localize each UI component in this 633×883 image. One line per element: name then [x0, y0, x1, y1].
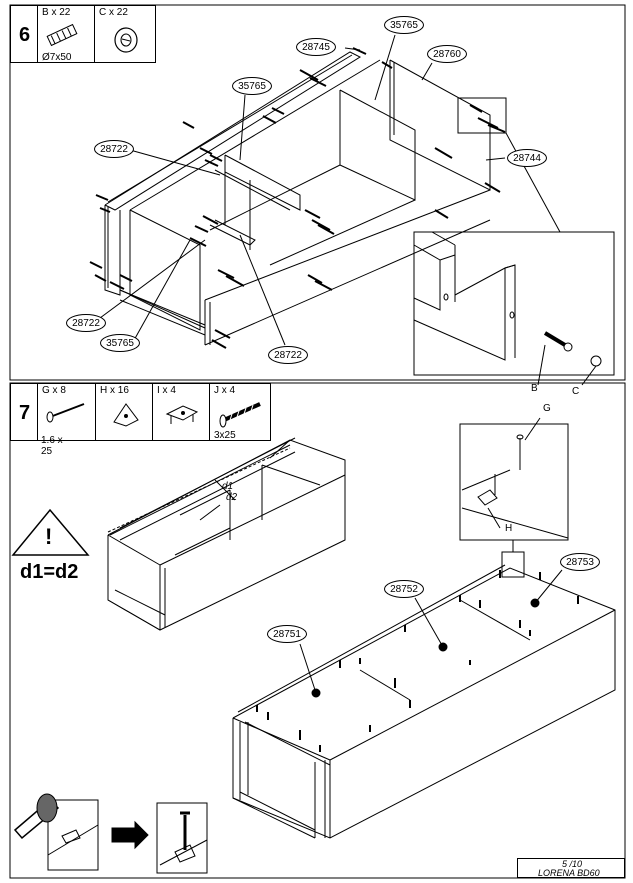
product-name: LORENA BD60: [538, 868, 600, 878]
step7-number: 7: [19, 402, 31, 424]
detail-label-b: B: [531, 383, 538, 394]
step7-back-view: [107, 437, 346, 631]
warning-text: d1=d2: [20, 561, 79, 583]
callout-28752: 28752: [384, 580, 424, 598]
step7-detail-inset: [459, 423, 569, 541]
callout-28760: 28760: [427, 45, 467, 63]
step7-number-box: 7: [10, 383, 38, 441]
step7-detail-drawing: [461, 417, 569, 539]
detail-label-h: H: [505, 523, 513, 534]
part-j-box: J x 4 3x25: [209, 383, 271, 441]
warning-exclamation-icon: !: [45, 524, 53, 549]
step6-detail-inset: [413, 231, 615, 376]
part-b-label: B x 22: [42, 7, 71, 18]
page-footer: 5 /10 LORENA BD60: [517, 858, 625, 878]
callout-28745: 28745: [296, 38, 336, 56]
corner-bracket-icon: [113, 403, 139, 427]
step6-detail-highlight: [457, 97, 507, 134]
callout-28722-left: 28722: [94, 140, 134, 158]
detail-label-c: C: [572, 386, 580, 397]
nail-icon: [46, 403, 85, 423]
dowel-icon: [46, 23, 78, 47]
callout-28744: 28744: [507, 149, 547, 167]
callout-28753: 28753: [560, 553, 600, 571]
dim-d1: d1: [222, 481, 234, 492]
part-i-label: I x 4: [157, 385, 176, 396]
part-b-box: B x 22 Ø7x50: [37, 5, 95, 63]
step6-number-box: 6: [10, 5, 38, 63]
callout-35765-bottom: 35765: [100, 334, 140, 352]
step6-frame: [9, 4, 626, 381]
step6-leader-lines: [99, 34, 506, 346]
detail-label-g: G: [543, 403, 551, 414]
step6-cabinet: [104, 51, 491, 346]
page-number: 5 /10: [562, 859, 583, 869]
step7-fasteners: [256, 570, 579, 752]
callout-35765-top: 35765: [384, 16, 424, 34]
callout-28722-bottom: 28722: [66, 314, 106, 332]
nail-panel: [156, 802, 208, 874]
step6-number: 6: [19, 24, 31, 46]
part-g-size: 1.6 x: [41, 435, 63, 446]
part-c-box: C x 22: [94, 5, 156, 63]
part-g-box: G x 8: [37, 383, 96, 441]
arrow-icon: [111, 820, 149, 850]
hammer-panel: [47, 799, 99, 871]
step7-detail-highlight: [501, 551, 525, 578]
callout-28751: 28751: [267, 625, 307, 643]
callout-28722-right: 28722: [268, 346, 308, 364]
callout-35765-mid: 35765: [232, 77, 272, 95]
part-h-box: H x 16: [95, 383, 153, 441]
hammer-drawing: [13, 793, 99, 856]
part-h-label: H x 16: [100, 385, 129, 396]
step7-main-cabinet: [232, 564, 616, 839]
step7-frame: [9, 382, 626, 879]
part-c-label: C x 22: [99, 7, 128, 18]
step6-detail-drawing: [413, 231, 602, 386]
part-g-size2: 25: [41, 446, 53, 457]
part-g-label: G x 8: [42, 385, 66, 396]
part-j-size: 3x25: [214, 430, 236, 441]
step7-leader-lines: [299, 569, 563, 694]
screw-icon: [219, 402, 261, 428]
bracket-icon: [165, 405, 199, 424]
dim-d2: d2: [226, 492, 238, 503]
part-i-box: I x 4: [152, 383, 210, 441]
cam-lock-icon: [114, 27, 138, 53]
nail-detail-drawing: [159, 811, 208, 866]
part-b-size: Ø7x50: [42, 52, 72, 63]
step6-fasteners: [89, 47, 506, 349]
warning-triangle: [11, 508, 90, 556]
part-j-label: J x 4: [214, 385, 236, 396]
